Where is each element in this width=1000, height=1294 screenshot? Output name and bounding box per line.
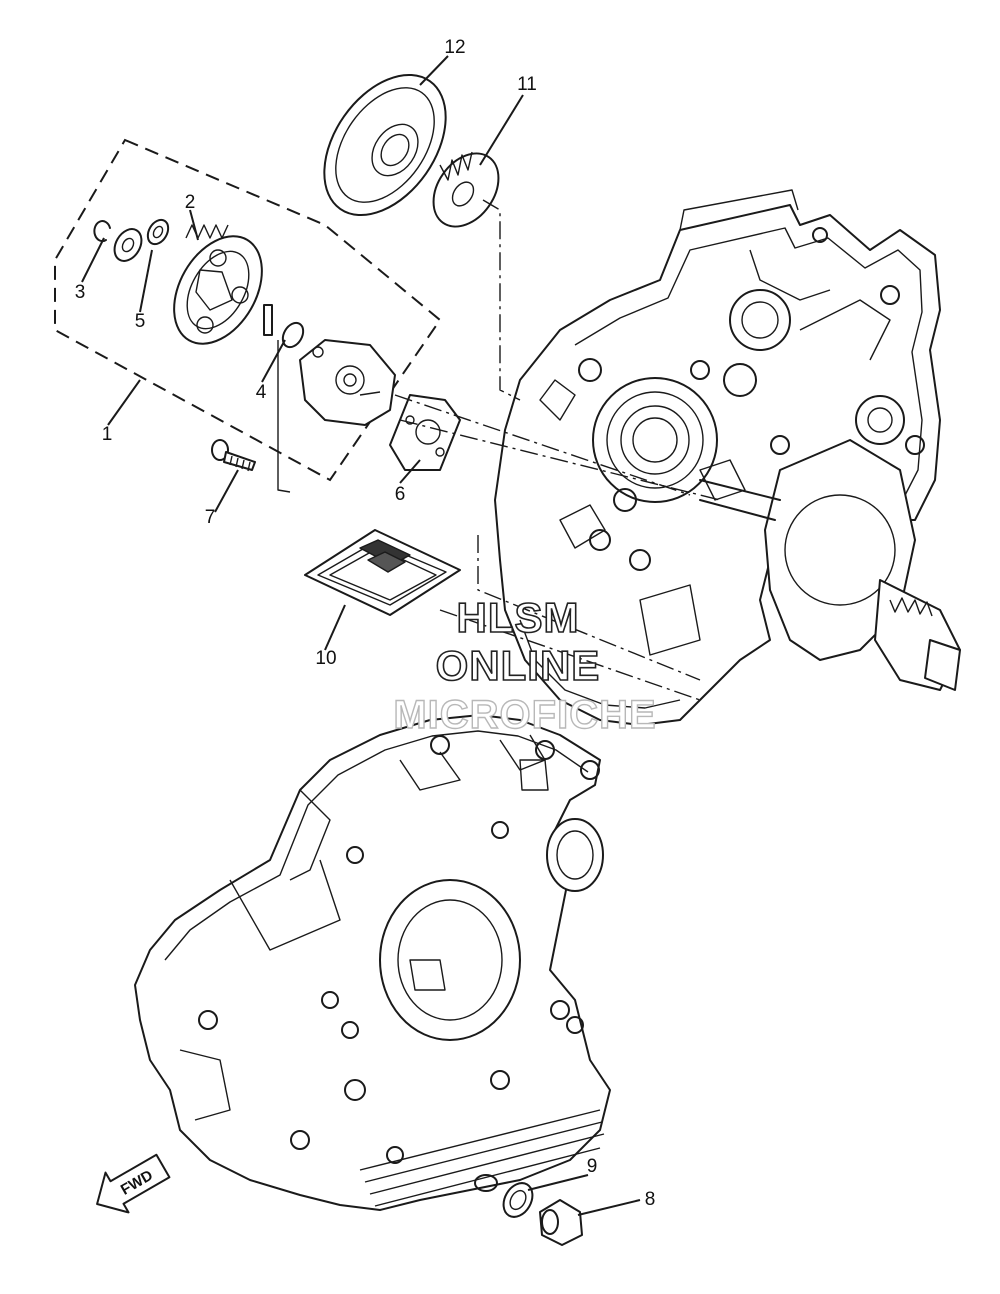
part-3-circlip: [93, 220, 111, 243]
callout-8: 8: [645, 1189, 656, 1210]
part-7-bolt: [211, 439, 256, 472]
right-crankcase-half: [494, 189, 961, 726]
part-10-strainer: [304, 529, 461, 616]
callout-2: 2: [185, 192, 196, 213]
callout-labels: 12 11 2 3 5 4 1 6 7 10 9 8: [75, 37, 656, 1210]
part-6-gasket: [389, 394, 461, 471]
callout-leaders: [81, 55, 641, 1216]
callout-1: 1: [102, 424, 113, 445]
dowel-pin: [263, 304, 273, 336]
watermark-line-3: MICROFICHE: [393, 693, 656, 737]
part-2-pump-gear: [173, 224, 263, 345]
fwd-arrow: FWD: [96, 1153, 171, 1214]
callout-3: 3: [75, 282, 86, 303]
left-crankcase-half: [134, 714, 611, 1211]
watermark: HLSM ONLINE MICROFICHE: [393, 593, 657, 738]
part-12-cover: [323, 73, 447, 217]
callout-11: 11: [517, 74, 537, 95]
callout-12: 12: [444, 37, 465, 58]
callout-10: 10: [315, 648, 336, 669]
callout-4: 4: [256, 382, 267, 403]
oil-pump-housing: [299, 339, 396, 426]
oil-pump-assembly-outline: [54, 138, 442, 482]
assembly-guide-lines: [277, 199, 721, 701]
part-9-gasket: [502, 1182, 534, 1218]
part-8-drain-bolt: [539, 1199, 583, 1246]
watermark-line-1: HLSM: [457, 594, 580, 641]
part-11-washer: [432, 151, 500, 228]
callout-5: 5: [135, 311, 146, 332]
callout-6: 6: [395, 484, 406, 505]
callout-9: 9: [587, 1156, 598, 1177]
strainer-mesh: [359, 539, 411, 573]
callout-7: 7: [205, 507, 216, 528]
watermark-line-2: ONLINE: [436, 642, 601, 689]
part-4-o-ring: [281, 321, 305, 349]
part-5-washer: [113, 218, 170, 262]
